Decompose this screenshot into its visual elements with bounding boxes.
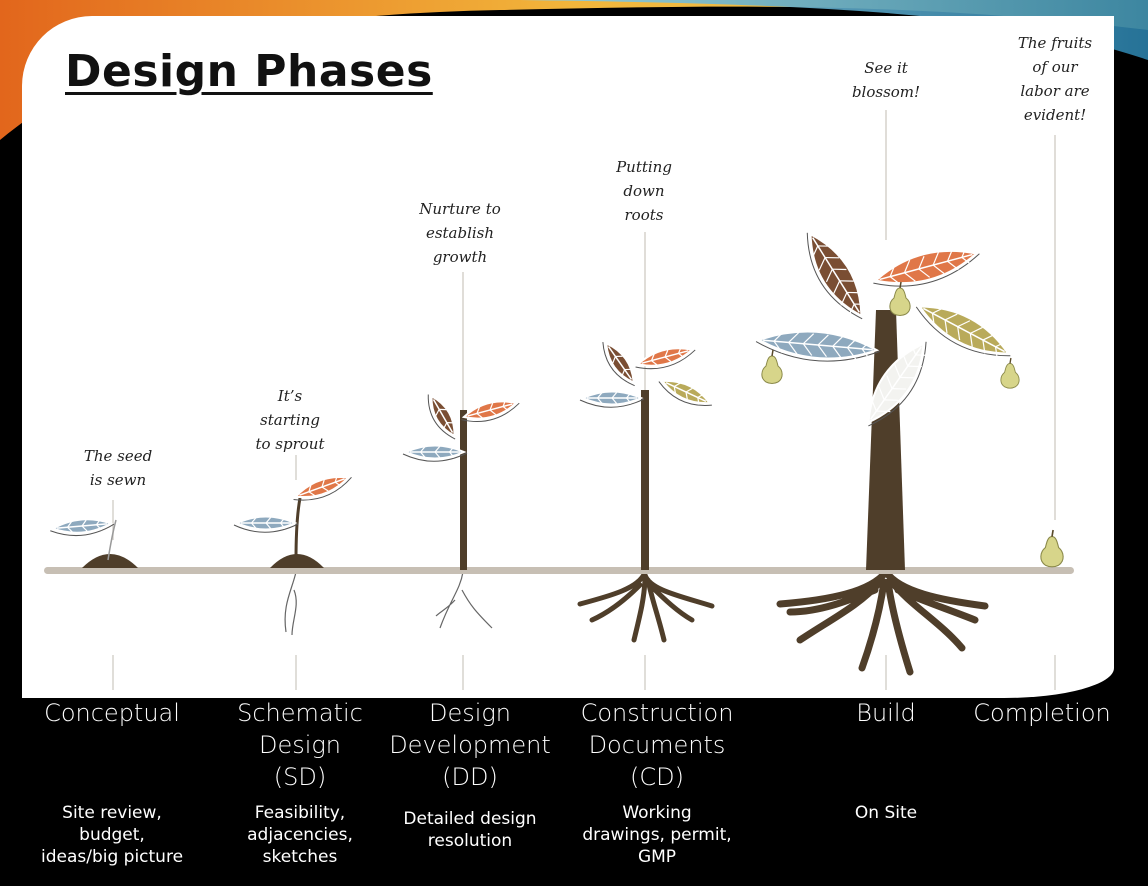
caption-conceptual: The seed is sewn: [58, 444, 178, 492]
caption-line: is sewn: [89, 471, 147, 489]
phase-desc-conceptual: Site review,budget,ideas/big picture: [14, 802, 210, 868]
leaf-icon: [461, 399, 520, 423]
caption-construction: Putting down roots: [584, 155, 704, 227]
leaf-icon: [402, 444, 468, 462]
leaf-icon: [755, 330, 880, 362]
slide-decoration: [0, 0, 1148, 140]
leaf-icon: [915, 305, 1011, 361]
phase-desc-line: ideas/big picture: [40, 847, 184, 867]
phase-name-line: Documents: [588, 731, 726, 759]
phase-desc-line: budget,: [79, 825, 145, 845]
caption-line: evident!: [1023, 106, 1087, 124]
phase-desc-line: Site review,: [62, 803, 162, 823]
caption-line: down: [623, 182, 665, 200]
phase-desc-line: Working: [622, 803, 692, 823]
caption-line: See it: [864, 59, 908, 77]
stem-icon: [294, 497, 302, 561]
pear-icon: [889, 281, 911, 316]
caption-line: Nurture to: [419, 200, 501, 218]
caption-line: Putting: [616, 158, 672, 176]
leaf-icon: [873, 244, 980, 287]
roots-icon: [776, 568, 989, 676]
stem-icon: [641, 390, 649, 570]
leaf-icon: [658, 379, 712, 406]
caption-build: See it blossom!: [826, 56, 946, 104]
leaf-icon: [50, 518, 115, 536]
caption-completion: The fruits of our labor are evident!: [995, 31, 1115, 127]
leaf-icon: [635, 346, 696, 370]
phase-name-line: Completion: [973, 699, 1111, 727]
caption-line: of our: [1032, 58, 1078, 76]
pear-icon: [761, 349, 783, 384]
phase-desc-line: Feasibility,: [254, 803, 346, 823]
caption-line: It’s: [277, 387, 303, 405]
page-title: Design Phases: [65, 46, 433, 97]
caption-line: The fruits: [1017, 34, 1093, 52]
stem-icon: [460, 410, 467, 570]
phase-desc-line: adjacencies,: [247, 825, 353, 845]
leaf-icon: [427, 394, 456, 440]
leaf-icon: [867, 341, 930, 427]
phase-name-conceptual: Conceptual: [14, 697, 210, 729]
caption-line: blossom!: [851, 83, 921, 101]
ground-line: [44, 567, 1074, 574]
pear-icon: [1000, 357, 1020, 389]
caption-line: The seed: [83, 447, 153, 465]
caption-line: growth: [432, 248, 488, 266]
phase-name-line: (CD): [630, 763, 684, 791]
roots-icon: [435, 571, 493, 629]
leaf-icon: [293, 474, 352, 501]
soil-mound-icon: [270, 554, 324, 568]
caption-development: Nurture to establish growth: [400, 197, 520, 269]
phase-desc-line: sketches: [262, 847, 338, 867]
leaf-icon: [806, 232, 869, 320]
caption-line: to sprout: [255, 435, 325, 453]
phase-desc-line: Detailed design: [403, 809, 537, 829]
growth-illustration: [44, 110, 1074, 690]
phase-name-line: Build: [856, 699, 916, 727]
caption-line: establish: [425, 224, 495, 242]
phase-name-line: Conceptual: [44, 699, 180, 727]
roots-icon: [577, 569, 715, 643]
content-card: [22, 16, 1114, 698]
phase-desc-build: On Site: [826, 802, 946, 824]
phase-name-completion: Completion: [952, 697, 1132, 729]
roots-icon: [284, 571, 297, 636]
leaf-icon: [579, 390, 645, 408]
pear-icon: [1040, 529, 1064, 568]
phase-name-line: Design: [258, 731, 342, 759]
phase-desc-line: On Site: [854, 803, 918, 823]
caption-line: labor are: [1020, 82, 1090, 100]
phase-name-build: Build: [826, 697, 946, 729]
caption-schematic: It’s starting to sprout: [230, 384, 350, 456]
phase-desc-line: resolution: [427, 831, 513, 851]
phase-name-line: (DD): [442, 763, 498, 791]
phase-name-line: Construction: [580, 699, 734, 727]
phase-name-line: (SD): [273, 763, 327, 791]
phase-name-line: Design: [428, 699, 512, 727]
soil-mound-icon: [82, 554, 138, 568]
phase-desc-line: GMP: [637, 847, 677, 867]
phase-desc-schematic: Feasibility,adjacencies,sketches: [210, 802, 390, 868]
phase-name-line: Schematic: [237, 699, 363, 727]
leaf-icon: [602, 341, 635, 387]
caption-line: roots: [624, 206, 664, 224]
leaf-icon: [233, 515, 299, 533]
stem-icon: [107, 519, 117, 561]
phase-name-line: Development: [389, 731, 551, 759]
phase-desc-line: drawings, permit,: [582, 825, 732, 845]
caption-line: starting: [260, 411, 320, 429]
